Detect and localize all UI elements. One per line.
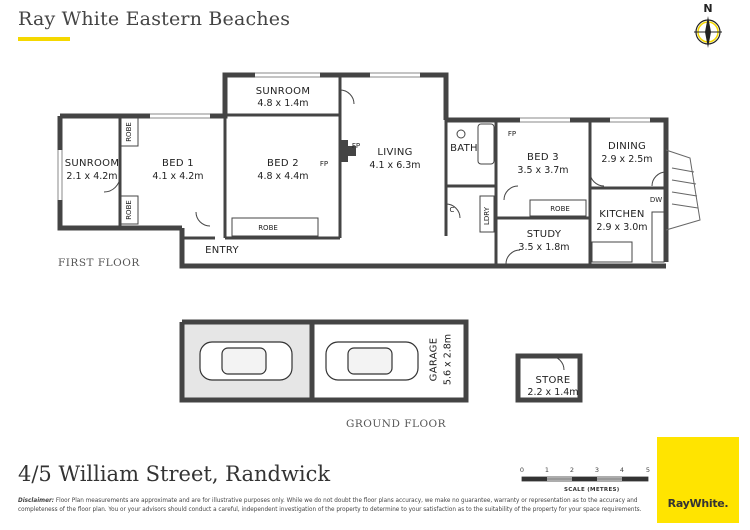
scale-tick-0: 0	[519, 466, 525, 474]
robe-label-1: ROBE	[125, 122, 133, 142]
garage-wall	[309, 319, 469, 403]
room-bed2-dim: 4.8 x 4.4m	[257, 171, 309, 182]
brand-title: Ray White Eastern Beaches	[18, 8, 291, 30]
floor-plan	[57, 72, 701, 403]
scale-tick-4: 4	[619, 466, 625, 474]
brand-underline	[18, 37, 70, 41]
ldry-label: LDRY	[483, 207, 491, 225]
kitchen-bench-side	[651, 211, 665, 263]
scale-tick-3: 3	[594, 466, 600, 474]
ground-floor-label: GROUND FLOOR	[346, 418, 447, 430]
robe-bed1-top	[119, 117, 139, 147]
room-sunroom-top-name: SUNROOM	[255, 86, 311, 97]
outer-wall-top-left	[60, 72, 449, 120]
fireplace	[340, 140, 348, 162]
room-kitchen-name: KITCHEN	[599, 209, 645, 220]
room-garage-dim: 5.6 x 2.8m	[442, 333, 454, 386]
robe-label-3: ROBE	[258, 224, 278, 232]
room-dining-dim: 2.9 x 2.5m	[601, 154, 653, 165]
scale-tick-1: 1	[544, 466, 550, 474]
room-garage-name: GARAGE	[428, 337, 440, 382]
car-icon-1	[199, 341, 293, 381]
room-bed1-dim: 4.1 x 4.2m	[152, 171, 204, 182]
car-icon-2	[325, 341, 419, 381]
room-sunroom-top-dim: 4.8 x 1.4m	[257, 98, 309, 109]
scale-bar	[521, 476, 649, 482]
room-kitchen-dim: 2.9 x 3.0m	[596, 222, 648, 233]
room-study-name: STUDY	[526, 229, 562, 240]
outer-wall-bottom	[179, 228, 666, 269]
property-address: 4/5 William Street, Randwick	[18, 462, 331, 486]
room-store-name: STORE	[535, 375, 571, 386]
carport-wall	[179, 322, 312, 403]
fp-label-1: FP	[351, 142, 361, 150]
compass-north-label: N	[703, 2, 713, 15]
kitchen-bench	[591, 241, 633, 263]
compass-icon	[694, 16, 722, 48]
room-store-dim: 2.2 x 1.4m	[527, 387, 579, 398]
store-wall	[515, 353, 583, 403]
ray-white-logo: RayWhite.	[657, 437, 739, 523]
compass: N	[688, 2, 728, 48]
room-bed3-dim: 3.5 x 3.7m	[517, 165, 569, 176]
room-study-dim: 3.5 x 1.8m	[518, 242, 570, 253]
robe-label-2: ROBE	[125, 200, 133, 220]
robe-bed3	[529, 199, 587, 217]
robe-bed2	[231, 217, 319, 237]
room-sunroom-left-name: SUNROOM	[64, 158, 120, 169]
basin	[456, 129, 466, 139]
scale-tick-2: 2	[569, 466, 575, 474]
room-bath-name: BATH	[450, 143, 478, 154]
external-stairs	[665, 149, 701, 231]
room-dining-name: DINING	[607, 141, 647, 152]
room-bed3-name: BED 3	[527, 152, 559, 163]
disclaimer: Disclaimer: Floor Plan measurements are …	[18, 497, 648, 515]
scale-caption: SCALE (METRES)	[564, 487, 620, 493]
fp-label-3: FP	[507, 130, 517, 138]
room-bed2-name: BED 2	[267, 158, 299, 169]
cupboard-label: C	[449, 206, 455, 214]
fp-label-2: FP	[319, 160, 329, 168]
first-floor-label: FIRST FLOOR	[58, 257, 140, 269]
room-bed1-name: BED 1	[162, 158, 194, 169]
robe-bed1-bottom	[119, 195, 139, 225]
room-entry-name: ENTRY	[205, 245, 239, 256]
logo-text: RayWhite.	[667, 497, 729, 510]
room-sunroom-left-dim: 2.1 x 4.2m	[66, 171, 118, 182]
laundry	[479, 195, 495, 233]
room-living-name: LIVING	[377, 147, 413, 158]
scale-tick-5: 5	[645, 466, 651, 474]
robe-label-4: ROBE	[550, 205, 570, 213]
outer-wall-right-top	[446, 117, 669, 262]
disclaimer-lead: Disclaimer:	[18, 498, 55, 504]
bath-tub	[477, 123, 495, 165]
disclaimer-text: Floor Plan measurements are approximate …	[18, 498, 642, 513]
room-living-dim: 4.1 x 6.3m	[369, 160, 421, 171]
dishwasher-label: DW	[649, 196, 663, 204]
